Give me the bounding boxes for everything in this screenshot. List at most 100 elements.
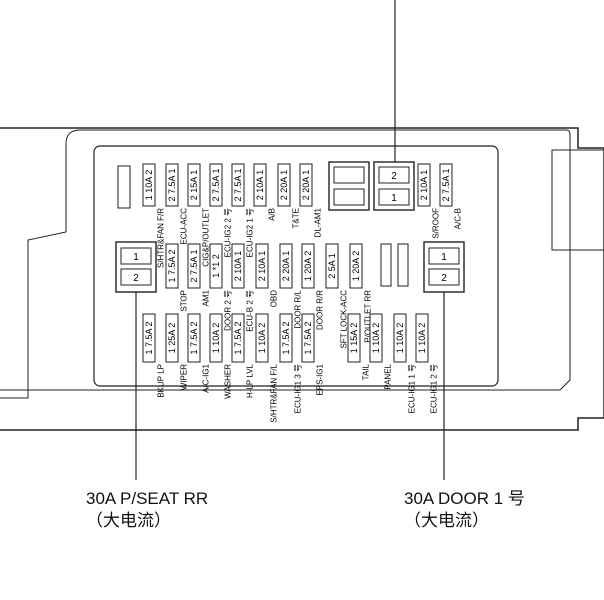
fuse-rating: 2 7.5A 1 <box>211 168 221 201</box>
fuse-label: ECU-IG1 1 号 <box>408 364 417 413</box>
fuse-slot <box>279 243 293 289</box>
fuse-rating: 1 10A 2 <box>211 323 221 354</box>
callout-note: （大电流） <box>86 511 171 530</box>
relay-cell <box>428 268 460 286</box>
spare-slot <box>397 243 409 287</box>
fuse-rating: 1 20A 2 <box>351 251 361 282</box>
fuse-box-housing <box>0 127 604 431</box>
fuse-a-b: 2 10A 1A/B <box>253 163 277 221</box>
fuse-label: TAIL <box>362 363 371 380</box>
fuse-slot <box>325 243 339 289</box>
fuse-label: T&TE <box>292 208 301 228</box>
fuse-a-c-ig1: 1 7.5A 2A/C-IG1 <box>187 313 211 393</box>
fuse-rating: 1 10A 2 <box>257 323 267 354</box>
relay-cell <box>120 247 152 265</box>
relay-cell <box>120 268 152 286</box>
fuse-label: CIG&P/OUTLET <box>202 208 211 267</box>
fuse-rating: 2 7.5A 1 <box>189 249 199 282</box>
fuse-label: S/HTR&FAN F/L <box>270 363 279 422</box>
fuse-rating: 2 7.5A 1 <box>441 168 451 201</box>
fuse-slot <box>299 163 313 207</box>
fuse-rating: 2 5A 1 <box>327 253 337 279</box>
fuse-rating: 1 15A 2 <box>349 323 359 354</box>
fuse-rating: 1 7.5A 2 <box>189 321 199 354</box>
fuse-t-te: 2 20A 1T&TE <box>277 163 301 228</box>
fuse-rating: 1 25A 2 <box>167 323 177 354</box>
fuse-rating: 2 15A 1 <box>189 170 199 201</box>
fuse-slot <box>369 313 383 363</box>
fuse-s-htr-fan-f-r: 1 10A 2S/HTR&FAN F/R <box>142 163 166 268</box>
callout-door-1: 30A DOOR 1 号 （大电流） <box>404 488 525 532</box>
relay-cell <box>333 166 365 184</box>
side-connector <box>551 149 604 251</box>
fuse-label: OBD <box>270 290 279 308</box>
fuse-label: A/C-B <box>454 208 463 229</box>
spare-slot <box>380 243 392 287</box>
fuse-slot <box>231 163 245 207</box>
fuse-slot <box>279 313 293 363</box>
fuse-label: DL-AM1 <box>314 207 323 237</box>
fuse-dl-am1: 2 20A 1DL-AM1 <box>299 163 323 237</box>
relay-cell <box>428 247 460 265</box>
fuse-slot <box>301 243 315 289</box>
fuse-panel <box>93 145 499 387</box>
fuse-label: DOOR 2 号 <box>224 290 233 331</box>
fuse-slot <box>142 163 156 207</box>
fuse-slot <box>187 163 201 207</box>
fuse-label: WIPER <box>180 364 189 390</box>
fuse-label: STOP <box>180 290 189 312</box>
fuse-label: DOOR R/R <box>316 290 325 330</box>
fuse-label: SFT LOCK-ACC <box>340 290 349 349</box>
fuse-label: S/ROOF <box>432 208 441 239</box>
fuse-slot <box>255 243 269 289</box>
fuse-slot <box>277 163 291 207</box>
fuse-label: ECU-IG1 3 号 <box>294 364 303 413</box>
fuse-label: BKUP LP <box>157 364 166 398</box>
fuse-rating: 1 10A 2 <box>395 323 405 354</box>
fuse-label: WASHER <box>224 364 233 399</box>
fuse-slot <box>393 313 407 363</box>
fuse-slot <box>209 163 223 207</box>
fuse-slot <box>165 243 179 289</box>
fuse-rating: 1 7.5A 2 <box>233 321 243 354</box>
fuse-rating: 1 10A 2 <box>371 323 381 354</box>
callout-note: （大电流） <box>404 511 489 530</box>
fuse-label: A/C-IG1 <box>202 363 211 392</box>
fuse-rating: 1 10A 2 <box>144 170 154 201</box>
fuse-slot <box>231 313 245 363</box>
fuse-ecu-ig1-1-: 1 10A 2 ECU-IG1 1 号 <box>393 313 417 413</box>
callout-p-seat-rr: 30A P/SEAT RR （大电流） <box>86 488 208 532</box>
fuse-slot <box>253 163 267 207</box>
fuse-slot <box>165 163 179 207</box>
fuse-slot <box>417 163 431 207</box>
fuse-rating: 2 20A 1 <box>281 251 291 282</box>
fuse-rating: 2 20A 1 <box>301 170 311 201</box>
fuse-slot <box>231 243 245 289</box>
fuse-label: P/OUTLET RR <box>364 290 373 343</box>
relay-pin: 2 <box>133 273 139 284</box>
fuse-s-roof: 2 10A 1S/ROOF <box>417 163 441 239</box>
fuse-rating: 2 10A 1 <box>255 170 265 201</box>
callout-title: 30A DOOR 1 号 <box>404 489 525 508</box>
fuse-slot <box>255 313 269 363</box>
fuse-label: ECU-IG2 1 号 <box>246 208 255 257</box>
fuse-h-lp-lvl: 1 7.5A 2H-LP LVL <box>231 313 255 398</box>
housing-inner-outline <box>0 129 571 399</box>
fuse-wiper: 1 25A 2 WIPER <box>165 313 189 390</box>
spare-slot <box>117 165 131 209</box>
fuse-label: ECU-B 2 号 <box>246 290 255 332</box>
relay-pin: 1 <box>391 193 397 204</box>
callout-title: 30A P/SEAT RR <box>86 489 209 508</box>
relay-pin: 2 <box>441 273 447 284</box>
fuse-slot <box>187 313 201 363</box>
